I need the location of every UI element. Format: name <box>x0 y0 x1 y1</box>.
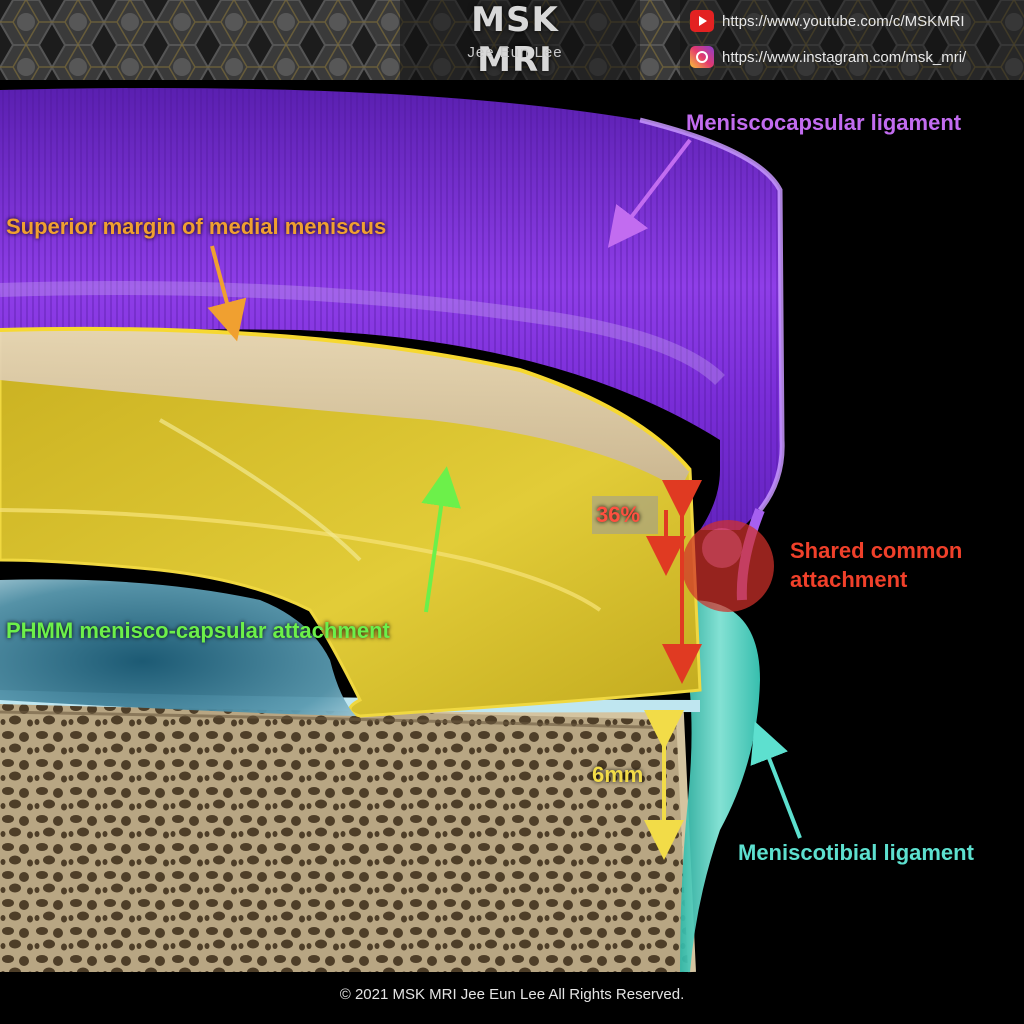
copyright-footer: © 2021 MSK MRI Jee Eun Lee All Rights Re… <box>339 986 685 1003</box>
youtube-icon <box>690 10 714 32</box>
brand-author: Jee Eun Lee <box>467 44 563 61</box>
label-meniscotibial-ligament: Meniscotibial ligament <box>738 840 974 865</box>
header-banner: MSK MRI Jee Eun Lee https://www.youtube.… <box>0 0 1024 80</box>
label-distance: 6mm <box>592 762 644 787</box>
label-shared-common-line2: attachment <box>790 567 908 592</box>
tibia-bone <box>0 696 696 973</box>
instagram-link[interactable]: https://www.instagram.com/msk_mri/ <box>690 46 966 68</box>
meniscus-superior-surface <box>0 328 690 490</box>
phmm-pointer <box>421 466 461 613</box>
anatomy-illustration <box>0 88 802 973</box>
instagram-icon <box>690 46 714 68</box>
brand-title: MSK MRI <box>471 0 559 80</box>
hexagon-mosaic-background <box>0 0 1024 80</box>
instagram-url: https://www.instagram.com/msk_mri/ <box>722 48 967 66</box>
youtube-url: https://www.youtube.com/c/MSKMRI <box>722 12 965 30</box>
label-meniscocapsular-ligament: Meniscocapsular ligament <box>686 110 962 135</box>
shared-attachment-marker <box>682 520 774 612</box>
label-shared-common-line1: Shared common <box>790 538 963 563</box>
meniscotibial-pointer <box>750 721 802 839</box>
meniscocapsular-pointer <box>607 138 692 248</box>
youtube-link[interactable]: https://www.youtube.com/c/MSKMRI <box>690 10 965 32</box>
label-phmm-attachment: PHMM menisco-capsular attachment <box>6 618 390 643</box>
medial-meniscus <box>0 326 702 718</box>
label-percent: 36% <box>596 502 641 527</box>
joint-space <box>0 579 356 716</box>
percent-badge-bg <box>592 496 658 534</box>
label-superior-margin: Superior margin of medial meniscus <box>6 214 387 239</box>
superior-margin-pointer <box>207 245 247 342</box>
meniscotibial-ligament <box>680 600 760 972</box>
